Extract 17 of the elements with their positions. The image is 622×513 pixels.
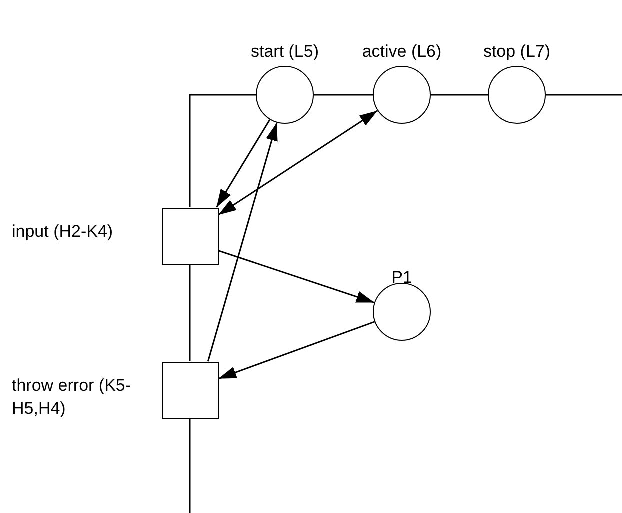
- node-label: P1: [390, 267, 414, 289]
- arc-line: [314, 94, 373, 96]
- arc-line: [189, 264, 191, 362]
- node-label: active (L6): [362, 41, 442, 63]
- node-label: input (H2-K4): [12, 221, 114, 243]
- arc-line: [189, 418, 191, 513]
- node-label: stop (L7): [482, 41, 552, 63]
- arc-arrow: [218, 250, 375, 304]
- arc-line: [546, 94, 622, 96]
- node-label: start (L5): [250, 41, 320, 63]
- arc-line: [189, 94, 256, 208]
- arc-arrow: [218, 321, 376, 380]
- arc-arrow: [218, 110, 378, 216]
- node-label: throw error (K5-H5,H4): [12, 375, 132, 420]
- arc-arrow: [216, 119, 271, 208]
- arc-arrow: [207, 122, 278, 362]
- arc-line: [431, 94, 488, 96]
